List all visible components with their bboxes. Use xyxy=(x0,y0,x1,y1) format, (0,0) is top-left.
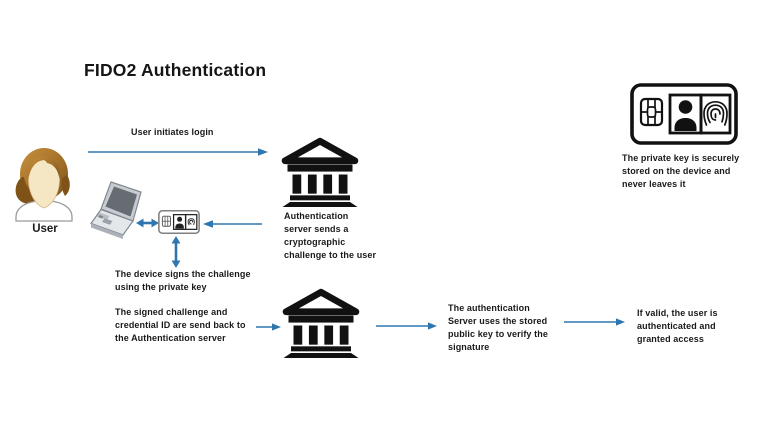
id-photo-icon xyxy=(668,93,703,135)
verify-step-label: The authentication Server uses the store… xyxy=(448,303,548,352)
granted-arrow xyxy=(564,318,625,326)
fingerprint-icon xyxy=(184,214,198,230)
user-icon xyxy=(15,148,73,222)
challenge-arrow xyxy=(203,220,262,228)
chip-icon xyxy=(161,215,171,227)
card-sign-double-arrow xyxy=(171,236,181,268)
security-key-card-icon xyxy=(630,83,738,145)
user-label: User xyxy=(32,223,58,235)
laptop-icon xyxy=(90,181,142,239)
id-photo-icon xyxy=(172,214,187,230)
verify-arrow xyxy=(376,322,437,330)
authenticator-card-icon xyxy=(158,210,200,234)
sign-step-label: The device signs the challenge using the… xyxy=(115,269,251,292)
private-key-note: The private key is securely stored on th… xyxy=(622,153,740,189)
send-back-step-label: The signed challenge and credential ID a… xyxy=(115,307,246,343)
login-arrow xyxy=(88,148,268,156)
auth-server-bank-icon-bottom xyxy=(282,288,360,358)
login-step-label: User initiates login xyxy=(131,127,214,137)
page-title: FIDO2 Authentication xyxy=(84,60,267,80)
fingerprint-icon xyxy=(699,93,732,135)
chip-icon xyxy=(639,97,664,127)
challenge-step-label: Authentication server sends a cryptograp… xyxy=(284,211,377,260)
auth-server-bank-icon-top xyxy=(281,137,359,207)
granted-step-label: If valid, the user is authenticated and … xyxy=(637,308,718,344)
